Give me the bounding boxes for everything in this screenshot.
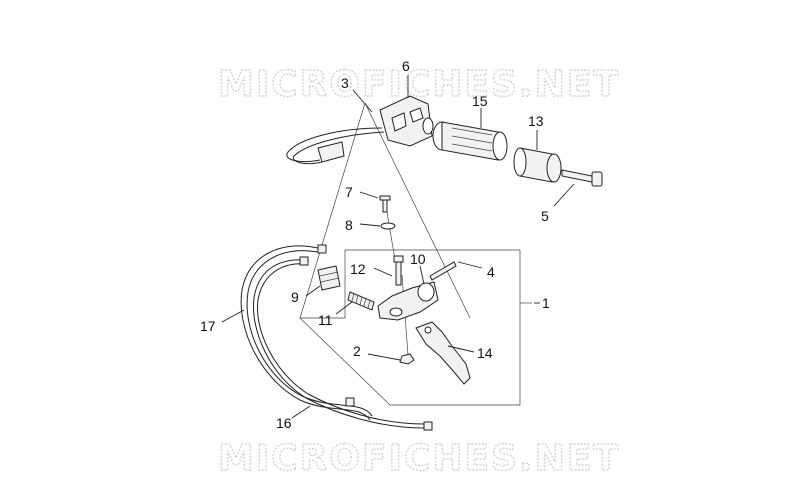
- cable-17: [240, 244, 373, 421]
- bar-end-weight: [513, 147, 562, 183]
- switch-cable: [286, 127, 385, 165]
- cable-16: [252, 256, 433, 431]
- adjuster-11: [347, 291, 375, 311]
- screw-7: [379, 195, 391, 213]
- callout-5: 5: [541, 208, 549, 224]
- screw-12: [393, 255, 404, 286]
- switch-housing: [379, 95, 434, 147]
- callout-17: 17: [200, 318, 216, 334]
- callout-8: 8: [345, 217, 353, 233]
- callout-3: 3: [341, 75, 349, 91]
- watermark-bottom: MICROFICHES.NET: [218, 438, 620, 479]
- callout-10: 10: [410, 251, 426, 267]
- watermark-top: MICROFICHES.NET: [218, 64, 620, 105]
- callout-2: 2: [353, 343, 361, 359]
- cable-boot-9: [317, 265, 341, 291]
- leader-lines: [221, 75, 575, 419]
- callout-9: 9: [291, 289, 299, 305]
- callout-4: 4: [487, 264, 495, 280]
- callout-1: 1: [542, 295, 550, 311]
- callout-14: 14: [477, 345, 493, 361]
- lever-assembly-box: [299, 249, 532, 406]
- callout-15: 15: [472, 93, 488, 109]
- throttle-grip: [432, 121, 508, 161]
- callout-11: 11: [318, 312, 333, 328]
- washer-8: [380, 222, 396, 230]
- nut-2: [399, 353, 415, 365]
- bar-end-screw: [561, 169, 603, 187]
- lever-bracket: [377, 281, 439, 321]
- callout-13: 13: [528, 113, 544, 129]
- lever-14: [415, 321, 471, 385]
- callout-6: 6: [402, 58, 410, 74]
- callout-7: 7: [345, 184, 353, 200]
- screw-4: [429, 261, 457, 281]
- callout-16: 16: [276, 415, 292, 431]
- callout-12: 12: [350, 261, 366, 277]
